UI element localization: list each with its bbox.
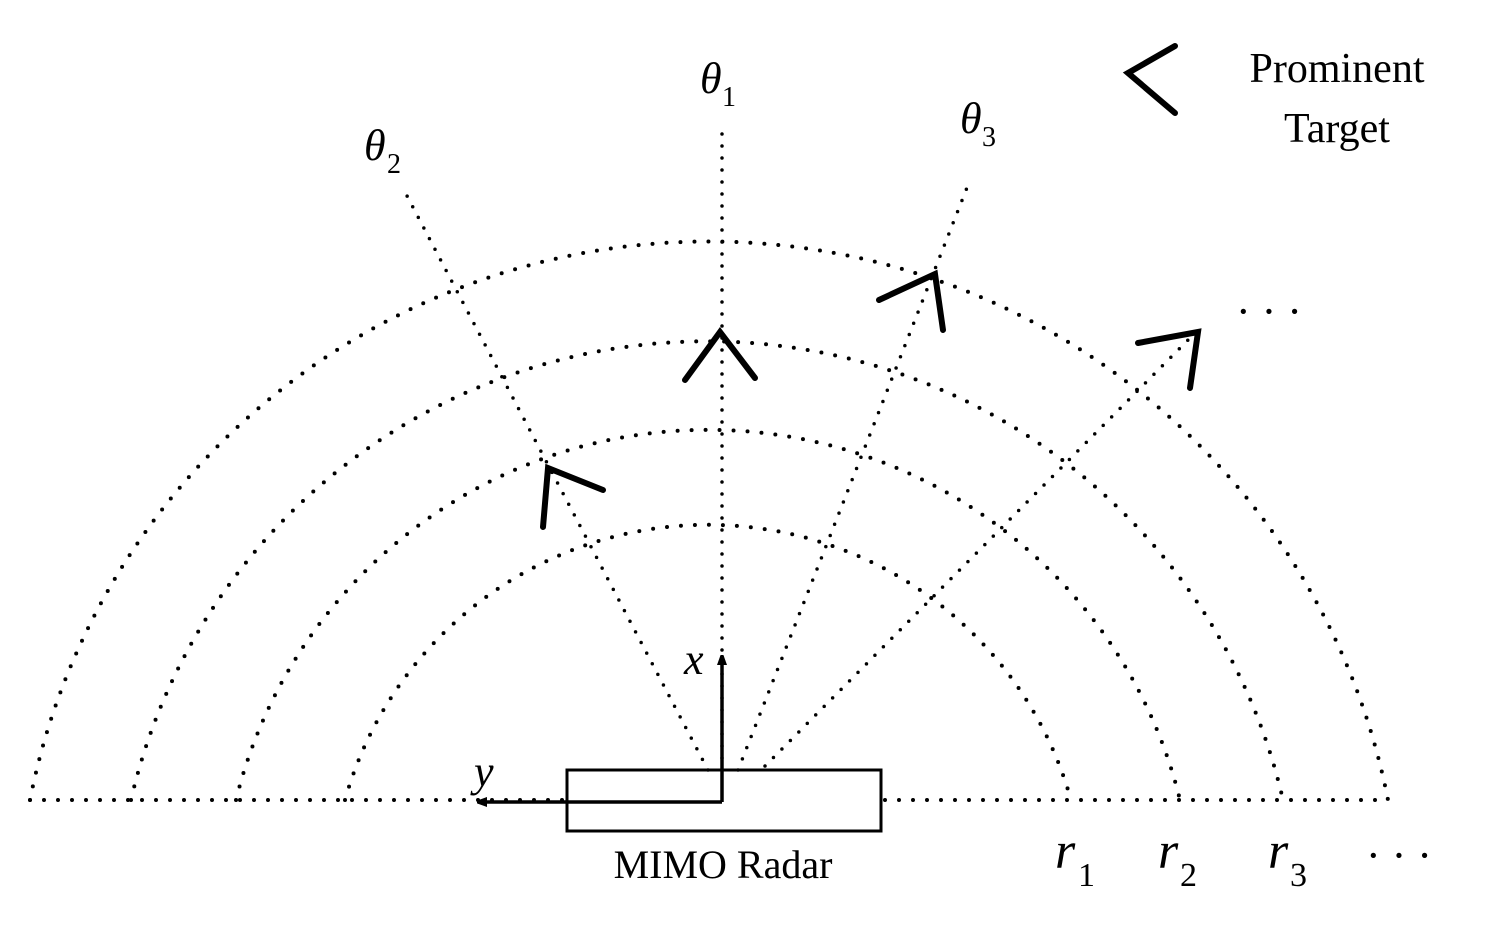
y-axis-label: y — [470, 747, 494, 796]
range-arcs — [28, 239, 1390, 802]
ellipsis-bottom: · · · — [1366, 831, 1432, 880]
svg-text:2: 2 — [1180, 857, 1197, 894]
svg-text:θ: θ — [364, 121, 386, 170]
svg-text:1: 1 — [1078, 857, 1095, 894]
target-icon-theta3 — [876, 269, 946, 333]
beam-lines — [403, 126, 1190, 772]
legend-label-line1: Prominent — [1250, 46, 1425, 92]
target-icon-theta2 — [540, 463, 606, 530]
beam-theta3 — [736, 178, 972, 772]
beam-theta2 — [403, 190, 710, 772]
svg-text:θ: θ — [700, 54, 722, 103]
svg-text:θ: θ — [960, 94, 982, 143]
arc-r3 — [129, 339, 1285, 802]
axes — [478, 656, 722, 802]
targets — [540, 43, 1202, 530]
range-label-r3: r 3 — [1268, 823, 1307, 894]
target-icon-theta1 — [682, 326, 758, 383]
beam-theta4 — [763, 338, 1190, 768]
angle-label-theta3: θ 3 — [960, 94, 996, 153]
arc-r2 — [234, 427, 1182, 802]
svg-text:2: 2 — [387, 149, 401, 180]
svg-text:r: r — [1158, 823, 1179, 880]
angle-label-theta2: θ 2 — [364, 121, 401, 180]
arc-r1 — [343, 522, 1073, 802]
svg-text:r: r — [1268, 823, 1289, 880]
x-axis-label: x — [683, 635, 704, 684]
legend-target-icon — [1122, 43, 1178, 116]
ellipsis-top: · · · — [1236, 287, 1302, 336]
target-icon-theta4 — [1135, 328, 1202, 391]
range-label-r2: r 2 — [1158, 823, 1197, 894]
angle-label-theta1: θ 1 — [700, 54, 736, 113]
svg-text:r: r — [1055, 823, 1076, 880]
radar-label: MIMO Radar — [614, 842, 833, 887]
svg-text:1: 1 — [722, 82, 736, 113]
arc-r4 — [28, 239, 1390, 802]
range-label-r1: r 1 — [1055, 823, 1095, 894]
svg-text:3: 3 — [1290, 857, 1307, 894]
legend-label-line2: Target — [1284, 106, 1390, 152]
svg-text:3: 3 — [982, 122, 996, 153]
